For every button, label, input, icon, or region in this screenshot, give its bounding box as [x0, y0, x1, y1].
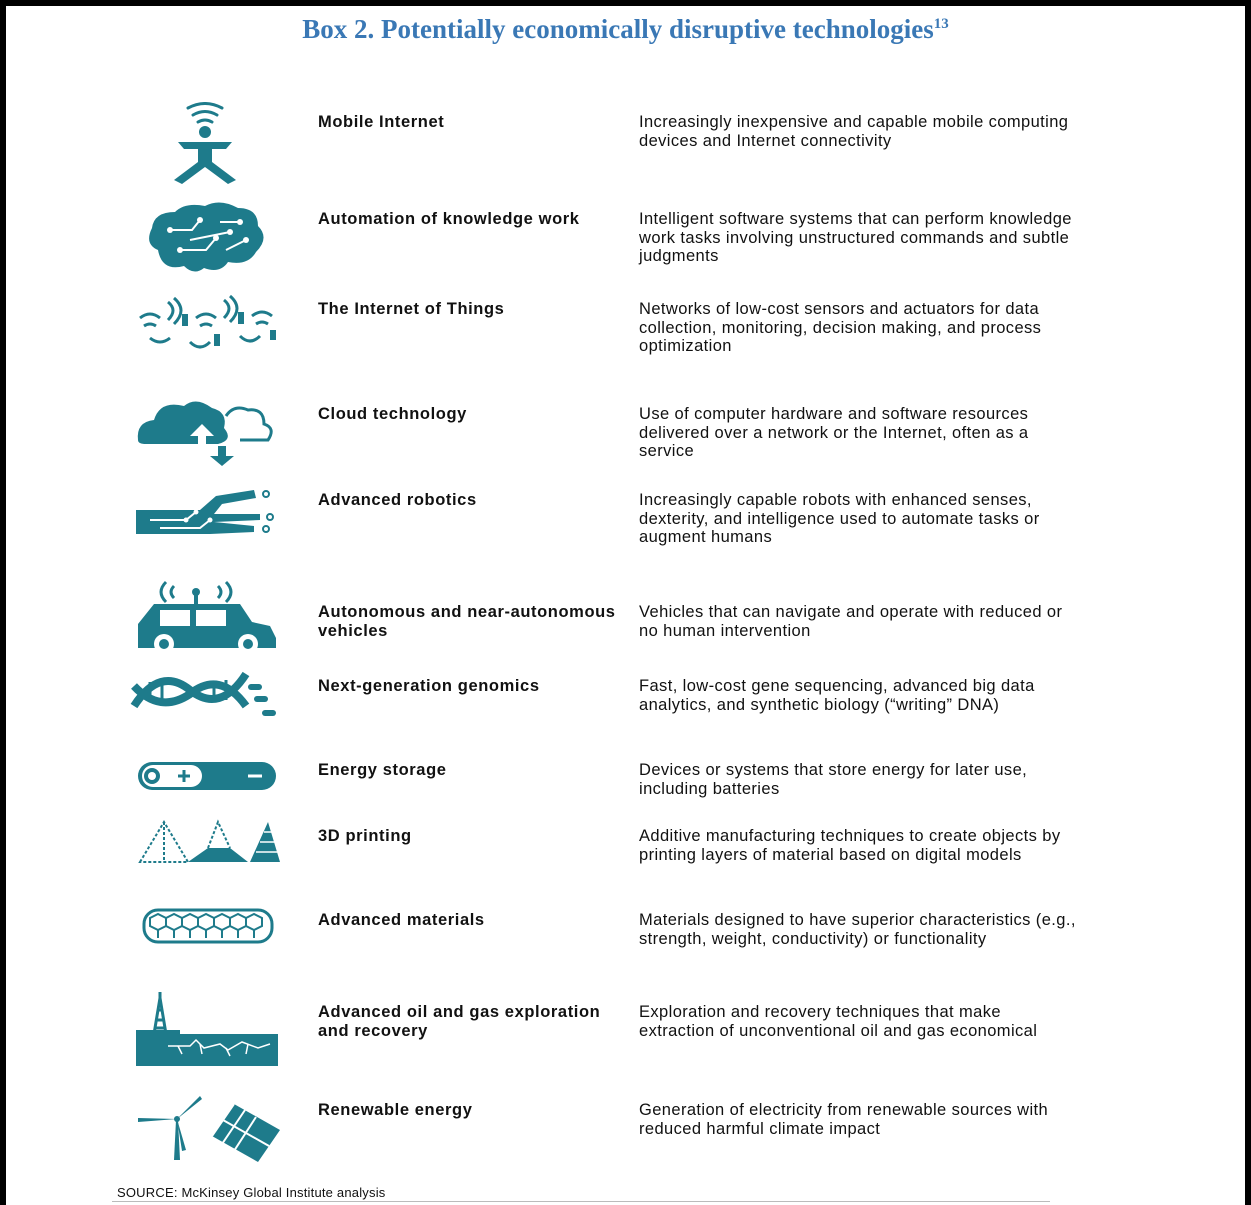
technology-name: Autonomous and near-autonomous vehicles	[318, 603, 616, 640]
technology-description: Materials designed to have superior char…	[639, 911, 1076, 948]
autonomous-car-icon	[130, 578, 280, 662]
technology-name: Advanced materials	[318, 911, 485, 929]
page-frame-left	[0, 0, 6, 1205]
source-note: SOURCE: McKinsey Global Institute analys…	[117, 1185, 386, 1200]
technology-name: 3D printing	[318, 827, 412, 845]
technology-name: Mobile Internet	[318, 113, 445, 131]
technology-description: Fast, low-cost gene sequencing, advanced…	[639, 677, 1035, 714]
page-frame-top	[0, 0, 1251, 6]
technology-name: The Internet of Things	[318, 300, 505, 318]
dna-icon	[130, 666, 280, 750]
battery-icon	[130, 752, 280, 836]
technology-description: Devices or systems that store energy for…	[639, 761, 1028, 798]
technology-description: Additive manufacturing techniques to cre…	[639, 827, 1061, 864]
technology-name: Renewable energy	[318, 1101, 473, 1119]
technology-description: Use of computer hardware and software re…	[639, 405, 1029, 460]
source-divider	[112, 1201, 1050, 1202]
technology-description: Networks of low-cost sensors and actuato…	[639, 300, 1042, 355]
brain-circuit-icon	[130, 200, 280, 284]
mobile-internet-icon	[130, 102, 280, 186]
technology-name: Advanced oil and gas exploration and rec…	[318, 1003, 601, 1040]
technology-name: Automation of knowledge work	[318, 210, 580, 228]
wind-solar-icon	[130, 1090, 280, 1174]
technology-name: Advanced robotics	[318, 491, 477, 509]
technology-description: Increasingly capable robots with enhance…	[639, 491, 1040, 546]
title-footnote: 13	[933, 16, 949, 32]
box-title: Box 2. Potentially economically disrupti…	[0, 14, 1251, 45]
robotic-hand-icon	[130, 484, 280, 568]
technology-description: Intelligent software systems that can pe…	[639, 210, 1072, 265]
pyramid-layers-icon	[130, 818, 280, 902]
sensor-network-icon	[130, 290, 280, 374]
cloud-icon	[130, 394, 280, 478]
technology-name: Energy storage	[318, 761, 447, 779]
technology-description: Vehicles that can navigate and operate w…	[639, 603, 1063, 640]
box-title-text: Box 2. Potentially economically disrupti…	[302, 14, 934, 44]
technology-name: Next-generation genomics	[318, 677, 540, 695]
page-frame-right	[1245, 0, 1251, 1205]
technology-name: Cloud technology	[318, 405, 467, 423]
technology-description: Increasingly inexpensive and capable mob…	[639, 113, 1069, 150]
technology-description: Generation of electricity from renewable…	[639, 1101, 1049, 1138]
nanotube-icon	[130, 902, 280, 986]
oil-rig-icon	[130, 990, 280, 1074]
technology-description: Exploration and recovery techniques that…	[639, 1003, 1038, 1040]
